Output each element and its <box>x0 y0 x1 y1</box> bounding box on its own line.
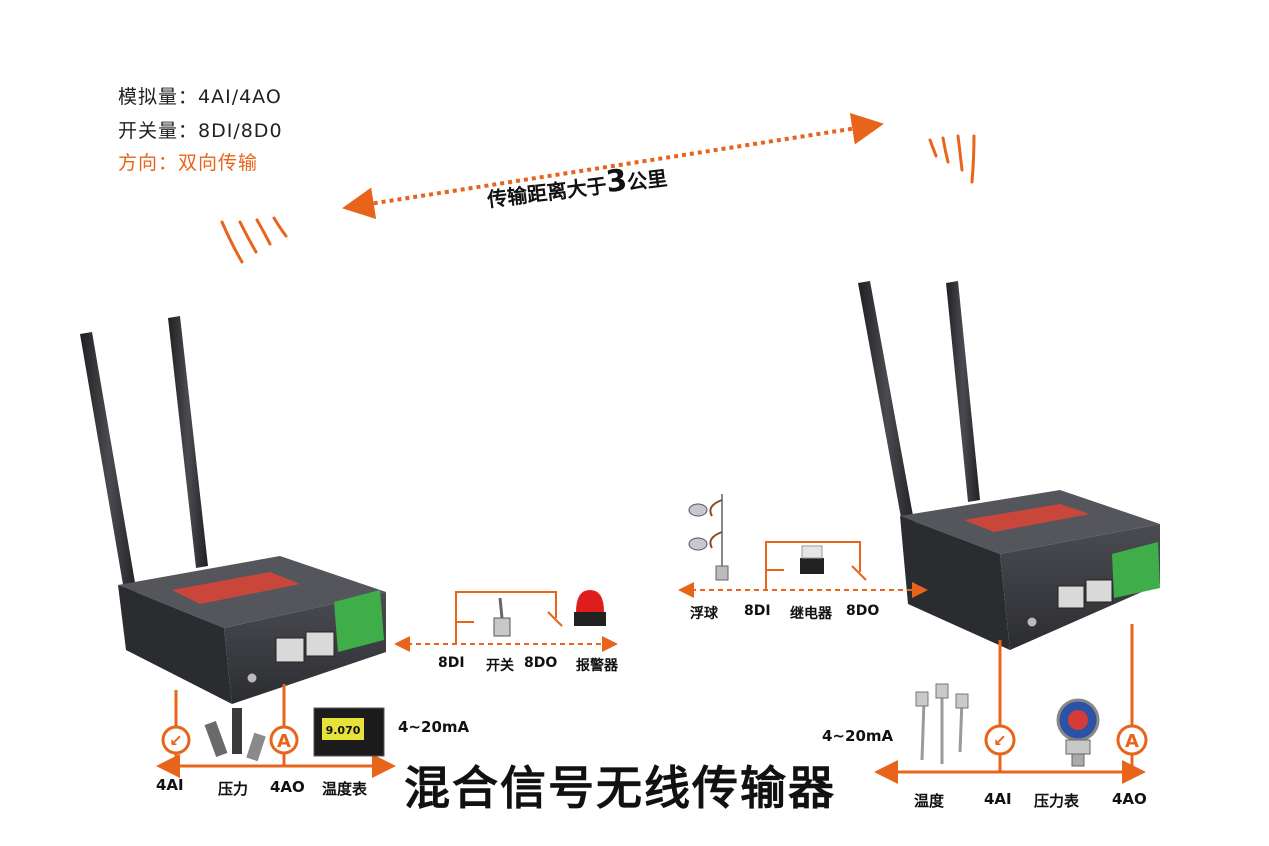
distance-arrow <box>342 112 884 220</box>
right-wireless-device <box>858 281 1160 650</box>
left-ai-symbol: ↙ <box>169 731 182 750</box>
left-bottom-label: 4AI <box>156 776 184 794</box>
pressure-sensors-icon <box>204 708 266 762</box>
left-bottom-label: 4AO <box>270 778 305 796</box>
left-ai-meter-icon: ↙ <box>161 725 191 755</box>
right-di-do-circuit <box>678 541 928 598</box>
left-di-do-circuit <box>394 591 618 652</box>
pressure-gauge-icon <box>1056 698 1100 767</box>
spec-digital: 开关量：8DI/8D0 <box>118 120 283 142</box>
right-mid-label: 继电器 <box>790 606 832 622</box>
right-mid-label: 浮球 <box>690 606 718 622</box>
left-bottom-label: 温度表 <box>322 780 368 798</box>
float-ball-icon <box>688 494 729 581</box>
spec-direction: 方向：双向传输 <box>118 152 259 174</box>
left-ao-symbol: A <box>277 731 291 752</box>
right-bottom-label: 4AO <box>1112 790 1147 808</box>
meter-reading: 9.070 <box>326 724 361 737</box>
signal-waves-left-icon <box>220 216 288 264</box>
right-ai-symbol: ↙ <box>993 731 1006 750</box>
left-current-range: 4~20mA <box>398 718 470 736</box>
page-title: 混合信号无线传输器 <box>404 761 836 815</box>
left-bottom-label: 压力 <box>218 780 249 798</box>
left-mid-label: 8DI <box>438 655 465 671</box>
left-wireless-device <box>80 316 386 704</box>
alarm-light-icon <box>574 590 606 626</box>
right-bottom-label: 温度 <box>914 792 945 810</box>
spec-analog: 模拟量：4AI/4AO <box>118 86 282 108</box>
temperature-meter-icon: 9.070 <box>313 707 385 757</box>
left-ao-meter-icon: A <box>269 725 299 755</box>
relay-icon <box>800 545 824 574</box>
right-mid-label: 8DO <box>846 603 880 619</box>
right-current-range: 4~20mA <box>822 727 894 745</box>
left-mid-label: 8DO <box>524 655 558 671</box>
right-ao-meter-icon: A <box>1116 724 1148 756</box>
distance-suffix: 公里 <box>625 165 669 195</box>
left-mid-label: 报警器 <box>576 658 618 674</box>
right-mid-label: 8DI <box>744 603 771 619</box>
distance-value: 3 <box>604 162 630 201</box>
signal-waves-right-icon <box>928 134 976 184</box>
temperature-probes-icon <box>915 683 969 764</box>
right-ai-meter-icon: ↙ <box>984 724 1016 756</box>
right-bottom-label: 压力表 <box>1034 792 1080 810</box>
right-bottom-label: 4AI <box>984 790 1012 808</box>
toggle-switch-icon <box>493 597 511 637</box>
right-ao-symbol: A <box>1125 731 1139 752</box>
left-mid-label: 开关 <box>486 658 514 674</box>
